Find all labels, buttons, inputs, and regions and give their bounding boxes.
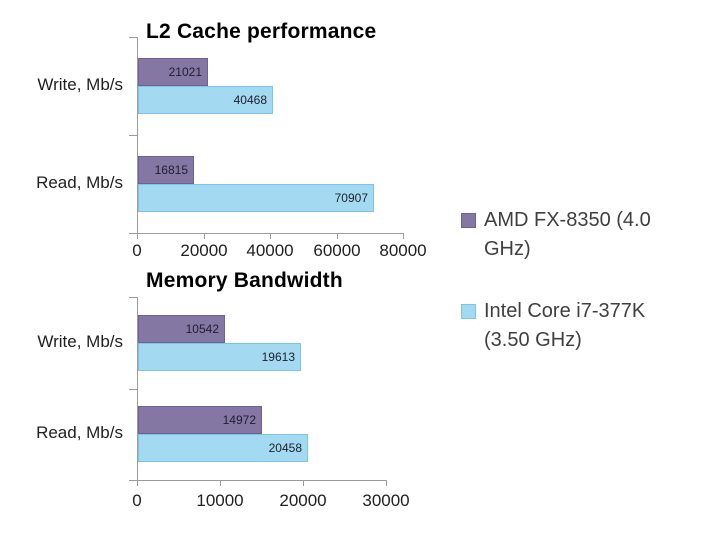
value-axis-tick-label: 20000 <box>279 491 327 510</box>
bar-value-label: 70907 <box>334 191 368 205</box>
bar-amd <box>138 156 194 184</box>
chart-title: L2 Cache performance <box>146 20 377 43</box>
chart-legend: AMD FX-8350 (4.0 GHz) Intel Core i7-377K… <box>461 206 676 355</box>
bar-value-label: 10542 <box>185 322 219 336</box>
value-axis-line <box>137 233 404 234</box>
bar-amd <box>138 406 262 434</box>
value-tick-mark <box>303 481 304 486</box>
bar-intel <box>138 434 308 462</box>
value-axis-tick-label: 40000 <box>246 241 294 260</box>
value-tick-mark <box>386 481 387 486</box>
bar-amd <box>138 58 208 86</box>
category-tick-mark <box>129 37 137 38</box>
legend-label-amd: AMD FX-8350 (4.0 GHz) <box>484 209 651 260</box>
value-tick-mark <box>137 234 138 239</box>
bar-intel <box>138 86 273 114</box>
value-axis-tick-label: 80000 <box>379 241 427 260</box>
bar-value-label: 21021 <box>168 65 202 79</box>
category-axis-label: Write, Mb/s <box>37 332 123 351</box>
bar-value-label: 20458 <box>268 441 302 455</box>
value-tick-mark <box>220 481 221 486</box>
category-tick-mark <box>129 389 137 390</box>
category-axis-label: Read, Mb/s <box>36 173 123 192</box>
bar-value-label: 19613 <box>261 350 295 364</box>
intel-series-swatch-icon <box>461 304 476 319</box>
value-tick-mark <box>204 234 205 239</box>
category-axis-line <box>137 297 138 481</box>
category-axis-line <box>137 37 138 234</box>
chart-title: Memory Bandwidth <box>146 269 343 292</box>
value-axis-tick-label: 10000 <box>196 491 244 510</box>
legend-entry-amd: AMD FX-8350 (4.0 GHz) <box>461 206 676 264</box>
value-axis-tick-label: 20000 <box>180 241 228 260</box>
category-axis-label: Read, Mb/s <box>36 423 123 442</box>
category-axis-label: Write, Mb/s <box>37 75 123 94</box>
legend-label-intel: Intel Core i7-377K (3.50 GHz) <box>484 300 646 351</box>
value-tick-mark <box>403 234 404 239</box>
value-axis-tick-label: 0 <box>132 491 142 510</box>
value-tick-mark <box>337 234 338 239</box>
amd-series-swatch-icon <box>461 213 476 228</box>
value-axis-tick-label: 0 <box>132 241 142 260</box>
bar-value-label: 16815 <box>154 163 188 177</box>
bar-amd <box>138 315 225 343</box>
bar-value-label: 14972 <box>222 413 256 427</box>
category-tick-mark <box>129 135 137 136</box>
value-tick-mark <box>270 234 271 239</box>
category-tick-mark <box>129 480 137 481</box>
value-axis-line <box>137 480 387 481</box>
value-axis-tick-label: 60000 <box>313 241 361 260</box>
value-tick-mark <box>137 481 138 486</box>
legend-entry-intel: Intel Core i7-377K (3.50 GHz) <box>461 297 676 355</box>
bar-intel <box>138 343 301 371</box>
bar-intel <box>138 184 374 212</box>
bar-value-label: 40468 <box>233 93 267 107</box>
value-axis-tick-label: 30000 <box>362 491 410 510</box>
category-tick-mark <box>129 233 137 234</box>
category-tick-mark <box>129 297 137 298</box>
